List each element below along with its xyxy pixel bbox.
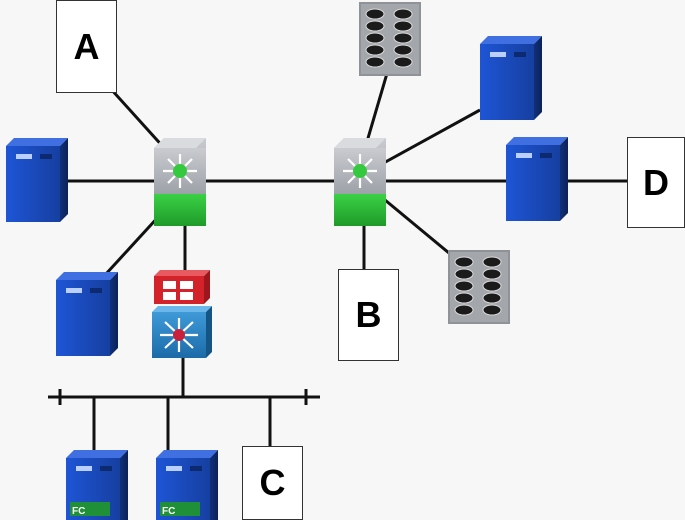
label-d: D [627, 137, 685, 228]
label-b: B [338, 269, 399, 361]
fc-badge-2: FC [162, 506, 175, 517]
link-switch-server-top-right [379, 108, 481, 167]
server-icon [6, 138, 68, 222]
switch-icon [152, 136, 208, 228]
server-icon [56, 272, 118, 356]
link-switch-storage-top [364, 69, 390, 146]
label-a: A [56, 0, 117, 93]
storage-array-icon [358, 1, 422, 77]
server-icon [480, 36, 542, 120]
server-icon [506, 137, 568, 221]
fc-server-icon [66, 450, 128, 520]
link-a-switch [108, 86, 168, 152]
link-switch-server-lower-left [103, 213, 162, 277]
fc-server-icon [156, 450, 218, 520]
link-switch-storage-right [384, 198, 456, 260]
label-c: C [242, 446, 303, 520]
firewall-icon [154, 270, 210, 304]
switch-icon [332, 136, 388, 228]
fc-badge-1: FC [72, 506, 85, 517]
storage-array-icon [447, 249, 511, 325]
connection-lines [48, 69, 628, 455]
lan-switch-icon [152, 306, 212, 358]
